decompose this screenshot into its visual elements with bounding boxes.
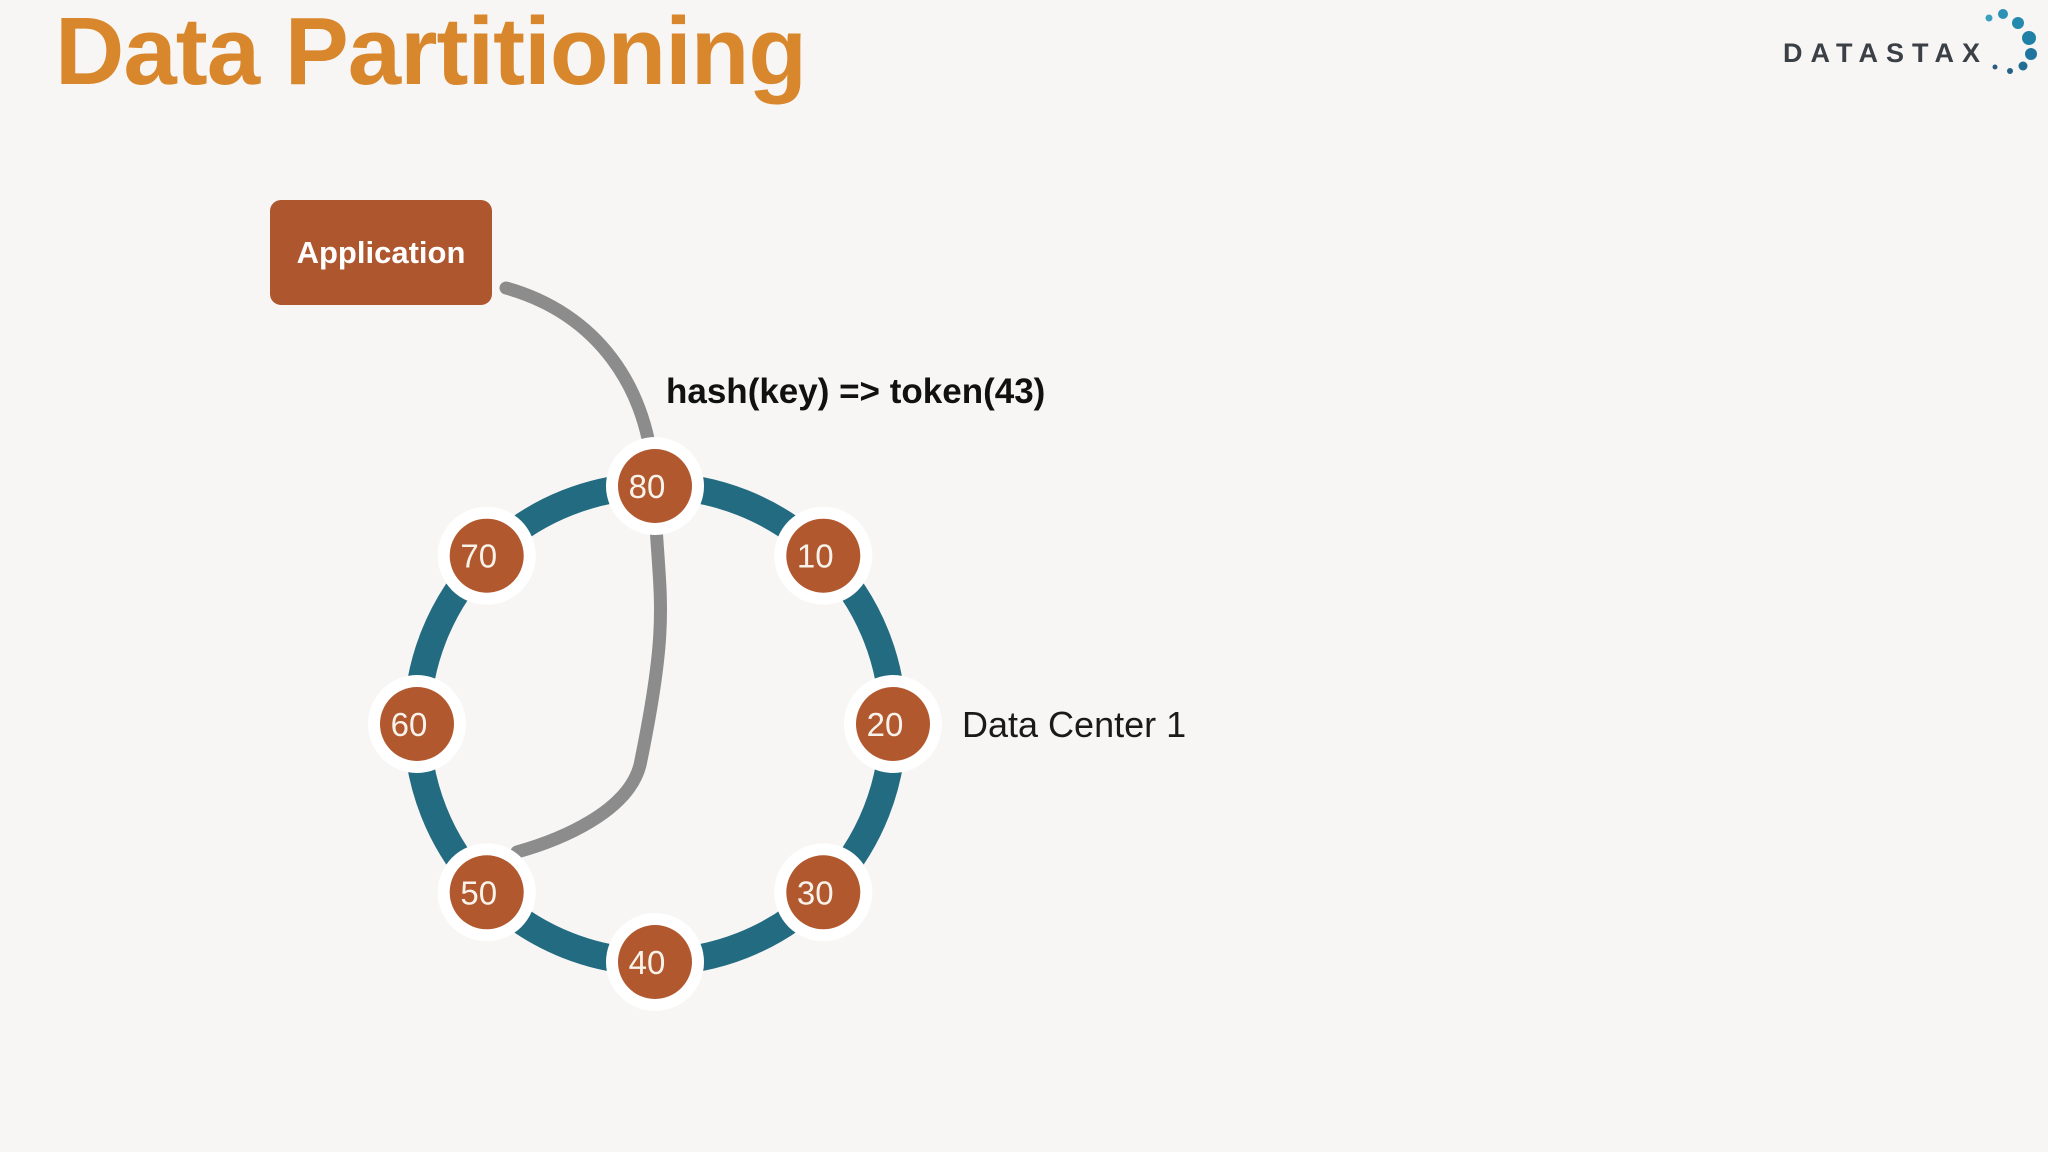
node-value: 60 [391,706,428,743]
node-circle [618,449,692,523]
node-value: 30 [797,874,834,911]
node-value: 40 [629,944,666,981]
token-node-20: 20 [844,675,942,773]
token-node-70: 70 [437,506,536,605]
node-circle [618,925,692,999]
token-nodes: 80 10 20 30 40 50 60 70 [368,437,942,1011]
hash-routing-curve [499,281,667,859]
node-value: 70 [460,538,497,575]
token-node-40: 40 [606,913,704,1011]
node-circle [856,687,930,761]
node-circle [380,687,454,761]
application-box: Application [270,200,492,305]
token-node-10: 10 [774,506,873,605]
token-node-60: 60 [368,675,466,773]
page-title: Data Partitioning [55,0,807,105]
application-label: Application [296,234,466,270]
node-value: 20 [867,706,904,743]
node-value: 80 [629,468,666,505]
node-value: 10 [797,538,834,575]
datacenter-label: Data Center 1 [962,704,1187,745]
token-node-50: 50 [437,843,536,942]
token-node-30: 30 [774,843,873,942]
datastax-logo: DATASTAX [1783,0,2043,90]
datastax-dots-icon [1985,9,2037,74]
token-node-80: 80 [606,437,704,535]
datastax-wordmark: DATASTAX [1783,38,1988,68]
node-circle [786,518,861,593]
hash-annotation: hash(key) => token(43) [666,372,1046,411]
node-circle [786,855,861,930]
node-value: 50 [460,874,497,911]
node-circle [449,518,524,593]
node-circle [449,855,524,930]
